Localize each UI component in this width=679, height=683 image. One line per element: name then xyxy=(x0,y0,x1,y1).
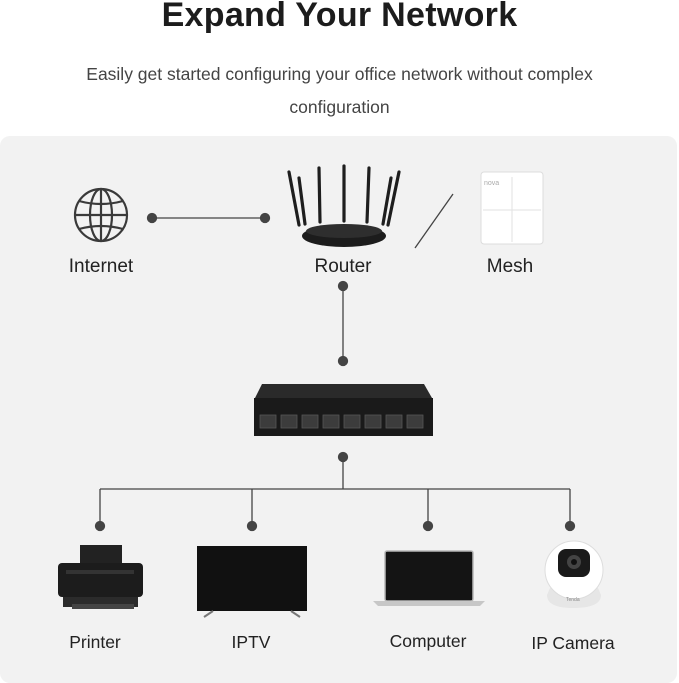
camera-icon xyxy=(544,540,604,608)
label-router: Router xyxy=(314,256,372,277)
mesh-logo: nova xyxy=(484,180,499,187)
mesh-icon xyxy=(480,171,544,245)
router-mesh-link xyxy=(414,193,454,249)
page-title: Expand Your Network xyxy=(161,0,518,34)
camera-logo: Tenda xyxy=(566,597,580,603)
laptop-icon xyxy=(373,550,485,606)
connectors xyxy=(94,193,576,532)
router-icon xyxy=(287,164,401,247)
tv-icon xyxy=(197,546,307,618)
label-iptv: IPTV xyxy=(231,632,271,652)
label-printer: Printer xyxy=(69,632,121,652)
label-ip-camera: IP Camera xyxy=(531,633,615,653)
globe-icon xyxy=(73,187,129,243)
page-subtitle: Easily get started configuring your offi… xyxy=(86,64,593,117)
label-internet: Internet xyxy=(68,256,134,277)
printer-icon xyxy=(58,545,143,609)
label-mesh: Mesh xyxy=(486,256,534,277)
label-computer: Computer xyxy=(389,631,467,651)
switch-icon xyxy=(254,384,433,436)
